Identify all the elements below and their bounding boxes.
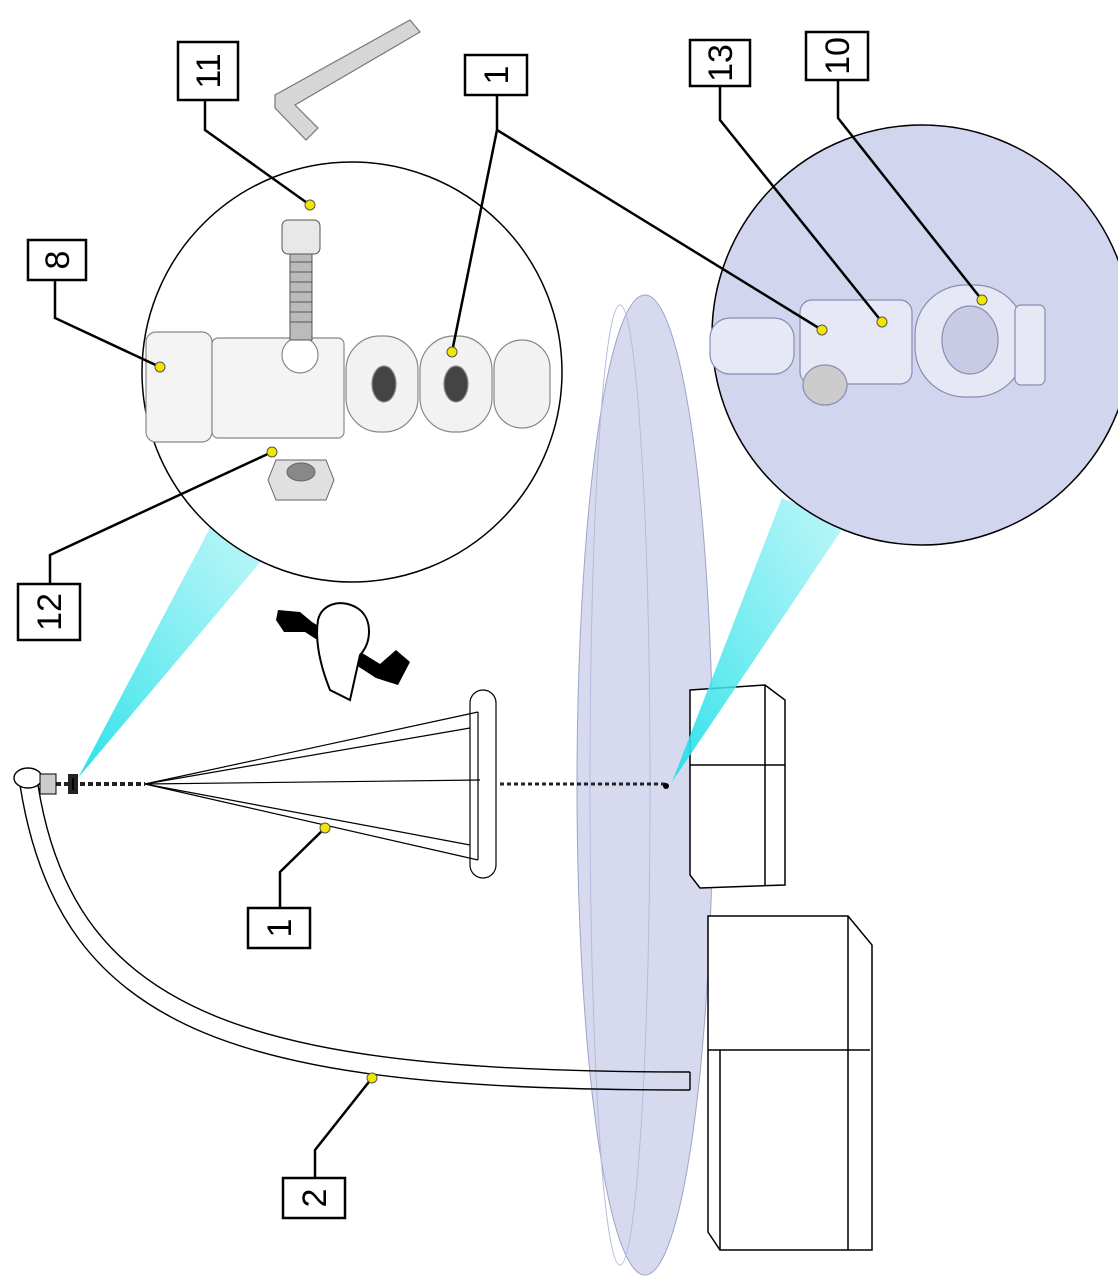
leader-lines	[48, 80, 983, 1178]
dot-11	[304, 199, 316, 211]
curved-pole	[13, 767, 691, 1091]
callout-1-bridle: 1	[246, 906, 312, 950]
lock-nut	[267, 459, 335, 501]
callout-12-label: 12	[31, 593, 69, 631]
highlight-dots	[154, 199, 988, 1084]
callout-2: 2	[281, 1176, 347, 1220]
callout-2-label: 2	[296, 1189, 334, 1208]
detail-view-clevis	[141, 161, 563, 583]
callout-1-bridle-label: 1	[261, 919, 299, 938]
callout-1-detail: 1	[463, 53, 529, 97]
detail-beam-left	[78, 528, 262, 778]
ballast-block-large	[707, 915, 873, 1251]
detail-view-shackle	[709, 124, 1118, 546]
callout-8-label: 8	[39, 251, 77, 270]
callout-13: 13	[688, 38, 752, 88]
callout-10: 10	[804, 30, 870, 82]
dot-2	[366, 1072, 378, 1084]
dot-13	[816, 324, 828, 336]
callout-8: 8	[26, 238, 88, 282]
callout-11-label: 11	[190, 53, 228, 88]
callout-12: 12	[16, 582, 82, 642]
callout-13-label: 13	[702, 44, 740, 82]
shackle-assembly	[709, 284, 1046, 406]
chain-line	[39, 773, 669, 795]
dot-10	[976, 294, 988, 306]
callout-11: 11	[176, 40, 240, 102]
dot-1-bridle	[319, 822, 331, 834]
wrench-hand-icon	[276, 602, 410, 702]
chain-bridle	[144, 689, 497, 879]
dot-1-detail	[446, 346, 458, 358]
cap-screw	[281, 219, 321, 341]
chain-links-detail	[345, 335, 551, 433]
clevis-end	[145, 331, 345, 443]
callout-1-detail-label: 1	[478, 66, 516, 85]
dot-13b	[876, 316, 888, 328]
ballast-block-small	[689, 684, 786, 889]
callout-10-label: 10	[819, 37, 857, 75]
detail-beam-right	[672, 498, 845, 782]
dot-12	[266, 446, 278, 458]
hex-key-icon	[274, 19, 421, 141]
dot-8	[154, 361, 166, 373]
